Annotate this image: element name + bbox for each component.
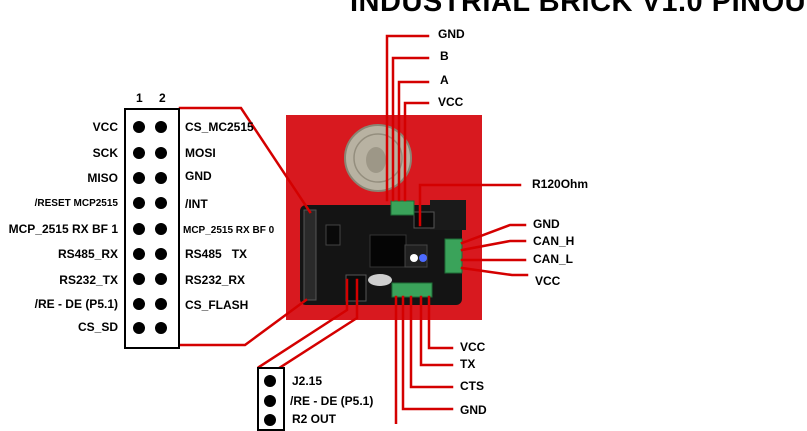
bottom-conn-label: VCC xyxy=(460,340,486,354)
microcontroller-chip xyxy=(369,234,407,268)
crystal xyxy=(368,274,392,286)
pin-label-right: CS_MC2515 xyxy=(185,120,254,134)
jumper-label: J2.15 xyxy=(292,374,323,388)
pin-label-right: RS485 TX xyxy=(185,247,248,261)
bottom-conn-label: CTS xyxy=(460,379,484,393)
can-terminal-block xyxy=(444,238,463,274)
pin-dot xyxy=(133,248,145,260)
bottom-conn-label: GND xyxy=(460,403,487,417)
pin-dot xyxy=(133,273,145,285)
pin-dot xyxy=(133,172,145,184)
pin-dot xyxy=(155,248,167,260)
bottom-conn-label: TX xyxy=(460,357,476,371)
pin-dot xyxy=(155,322,167,334)
pin-dot xyxy=(133,197,145,209)
pcb-corner xyxy=(430,200,466,230)
header-col-1: 1 xyxy=(136,91,143,105)
pin-label-right: CS_FLASH xyxy=(185,298,249,312)
pin-dot xyxy=(264,414,276,426)
pin-dot xyxy=(133,223,145,235)
jumper-label: /RE - DE (P5.1) xyxy=(290,394,374,408)
pin-label-left: MISO xyxy=(87,171,118,185)
pin-dot xyxy=(264,395,276,407)
pin-dot xyxy=(133,322,145,334)
pin-label-right: GND xyxy=(185,169,212,183)
bottom-terminal-block xyxy=(391,282,433,298)
can-conn-label: CAN_H xyxy=(533,234,575,248)
pin-label-left: SCK xyxy=(92,146,118,160)
pin-label-right: MCP_2515 RX BF 0 xyxy=(183,225,275,236)
pin-label-left: RS232_TX xyxy=(59,273,118,287)
pin-label-left: CS_SD xyxy=(77,320,118,334)
pin-dot xyxy=(133,121,145,133)
page-title: INDUSTRIAL BRICK V1.0 PINOUT xyxy=(350,0,807,18)
pin-dot xyxy=(155,121,167,133)
top-conn-label: A xyxy=(440,73,449,87)
pin-label-left: /RESET MCP2515 xyxy=(34,198,118,209)
pin-label-left: /RE - DE (P5.1) xyxy=(34,297,118,311)
pin-dot xyxy=(155,223,167,235)
pin-label-right: MOSI xyxy=(185,146,216,160)
resistor-label: R120Ohm xyxy=(532,177,589,191)
pin-dot xyxy=(155,147,167,159)
top-conn-label: VCC xyxy=(438,95,464,109)
pin-label-left: RS485_RX xyxy=(57,247,118,261)
pin-dot xyxy=(155,298,167,310)
can-conn-label: GND xyxy=(533,217,560,231)
pin-dot xyxy=(155,197,167,209)
top-conn-label: B xyxy=(440,49,449,63)
header-col-2: 2 xyxy=(159,91,166,105)
can-conn-label: CAN_L xyxy=(533,252,574,266)
pin-label-right: /INT xyxy=(185,197,208,211)
top-conn-label: GND xyxy=(438,27,465,41)
jumper-label: R2 OUT xyxy=(292,412,337,426)
pin-dot xyxy=(155,273,167,285)
pin-label-left: VCC xyxy=(92,120,118,134)
can-conn-label: VCC xyxy=(535,274,561,288)
pin-label-left: MCP_2515 RX BF 1 xyxy=(8,222,118,236)
pin-dot xyxy=(264,375,276,387)
pin-dot xyxy=(133,147,145,159)
pin-dot xyxy=(133,298,145,310)
pin-label-right: RS232_RX xyxy=(185,273,246,287)
pin-dot xyxy=(155,172,167,184)
top-terminal-block xyxy=(390,200,415,216)
pcb-pin-header xyxy=(303,209,317,301)
